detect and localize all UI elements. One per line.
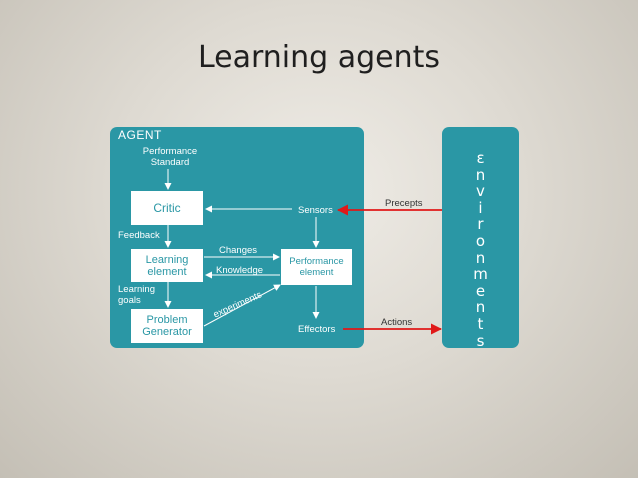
learning-goals-line1: Learning — [118, 284, 155, 295]
learning-goals-line2: goals — [118, 295, 141, 306]
env-letter: n — [475, 248, 486, 267]
problem-generator-line2: Generator — [142, 326, 192, 338]
performance-element-box: Performance element — [281, 249, 352, 285]
problem-generator-box: Problem Generator — [131, 309, 203, 343]
performance-standard-line1: Performance — [142, 146, 198, 157]
problem-generator-line1: Problem — [146, 314, 188, 326]
env-letter: ɛ — [476, 149, 485, 167]
env-letter: o — [475, 231, 486, 250]
env-letter: i — [478, 198, 483, 217]
env-letter: v — [476, 182, 485, 201]
env-letter: n — [475, 298, 486, 317]
env-letter: e — [475, 281, 486, 300]
learning-element-box: Learning element — [131, 249, 203, 282]
environment-label: ɛ n v i r o n m e n t s — [442, 150, 519, 349]
critic-box: Critic — [131, 191, 203, 225]
precepts-label: Precepts — [385, 198, 423, 209]
learning-element-line1: Learning — [145, 253, 189, 266]
env-letter: n — [475, 165, 486, 184]
critic-label: Critic — [153, 201, 181, 215]
knowledge-label: Knowledge — [216, 265, 264, 276]
learning-goals-label: Learning goals — [118, 284, 155, 306]
sensors-label: Sensors — [298, 205, 333, 216]
env-letter: t — [477, 314, 484, 333]
environment-panel — [442, 127, 519, 348]
experiments-arrow — [203, 284, 281, 327]
learning-element-line2: element — [147, 265, 187, 278]
performance-standard-label: Performance Standard — [135, 146, 205, 168]
performance-element-line2: element — [299, 267, 334, 278]
slide-title: Learning agents — [197, 40, 441, 75]
env-letter: m — [473, 265, 488, 284]
performance-element-line1: Performance — [289, 256, 344, 267]
env-letter: r — [477, 215, 484, 234]
feedback-label: Feedback — [118, 230, 160, 241]
effectors-label: Effectors — [298, 324, 336, 335]
performance-standard-line2: Standard — [150, 157, 190, 168]
agent-label: AGENT — [118, 128, 162, 142]
env-letter: s — [476, 331, 485, 350]
actions-label: Actions — [381, 317, 413, 328]
changes-label: Changes — [219, 245, 258, 256]
